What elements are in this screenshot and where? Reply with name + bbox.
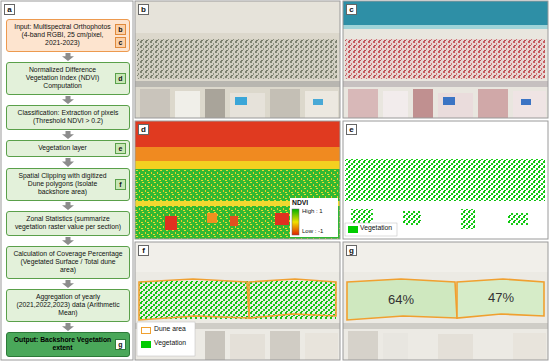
process-box: Zonal Statistics (summarize vegetation r… xyxy=(6,211,130,236)
flow-arrow xyxy=(62,96,74,104)
callout-letter: b xyxy=(115,24,126,35)
panel-letter: f xyxy=(138,245,149,256)
flow-arrow xyxy=(62,53,74,61)
process-box: Calculation of Coverage Percentage (Vege… xyxy=(6,246,130,279)
process-box: Aggregation of yearly (2021,2022,2023) d… xyxy=(6,289,130,322)
callout-letter: e xyxy=(115,143,126,154)
panel-letter: g xyxy=(346,245,357,256)
legend-outline-sample xyxy=(141,327,151,334)
legend-text: Dune area xyxy=(154,325,186,332)
step-text: Vegetation layer xyxy=(7,141,129,155)
scale-label: Low : -1 xyxy=(302,228,323,234)
process-box: Vegetation layere xyxy=(6,140,130,157)
legend-text: Vegetation xyxy=(154,339,186,346)
flow-arrow xyxy=(62,323,74,331)
scale-label: High : 1 xyxy=(302,208,323,214)
flow-arrow xyxy=(62,202,74,210)
step-text: Classification: Extraction of pixels (Th… xyxy=(7,106,129,128)
step-text: Calculation of Coverage Percentage (Vege… xyxy=(7,247,129,277)
process-box: Output: Backshore Vegetation extentg xyxy=(6,332,130,357)
process-box: Normalized Difference Vegetation Index (… xyxy=(6,62,130,95)
flow-arrow xyxy=(62,158,74,167)
callout-letter: f xyxy=(115,179,126,190)
step-text: Output: Backshore Vegetation extent xyxy=(7,333,129,355)
panel-letter: a xyxy=(4,4,15,15)
coverage-value: 47% xyxy=(476,290,526,305)
panel-letter: c xyxy=(346,4,357,15)
step-text: Input: Multispectral Orthophotos (4-band… xyxy=(7,20,129,50)
process-box: Spatial Clipping with digitized Dune pol… xyxy=(6,168,130,201)
legend-swatch xyxy=(348,226,358,233)
flow-arrow xyxy=(62,131,74,139)
flow-arrow xyxy=(62,237,74,245)
process-box: Input: Multispectral Orthophotos (4-band… xyxy=(6,19,130,52)
panel-letter: e xyxy=(346,124,357,135)
step-text: Aggregation of yearly (2021,2022,2023) d… xyxy=(7,290,129,320)
panel-letter: d xyxy=(138,124,149,135)
legend-title: NDVI xyxy=(292,199,308,206)
legend-text: Vegetation xyxy=(360,224,392,231)
step-text: Zonal Statistics (summarize vegetation r… xyxy=(7,212,129,234)
flow-arrow xyxy=(62,280,74,288)
legend-swatch xyxy=(141,341,151,348)
callout-letter: c xyxy=(115,37,126,48)
callout-letter: g xyxy=(115,339,126,350)
process-box: Classification: Extraction of pixels (Th… xyxy=(6,105,130,130)
step-text: Normalized Difference Vegetation Index (… xyxy=(7,63,129,93)
step-text: Spatial Clipping with digitized Dune pol… xyxy=(7,169,129,199)
callout-letter: d xyxy=(115,73,126,84)
coverage-value: 64% xyxy=(376,292,426,307)
panel-letter: b xyxy=(138,4,149,15)
